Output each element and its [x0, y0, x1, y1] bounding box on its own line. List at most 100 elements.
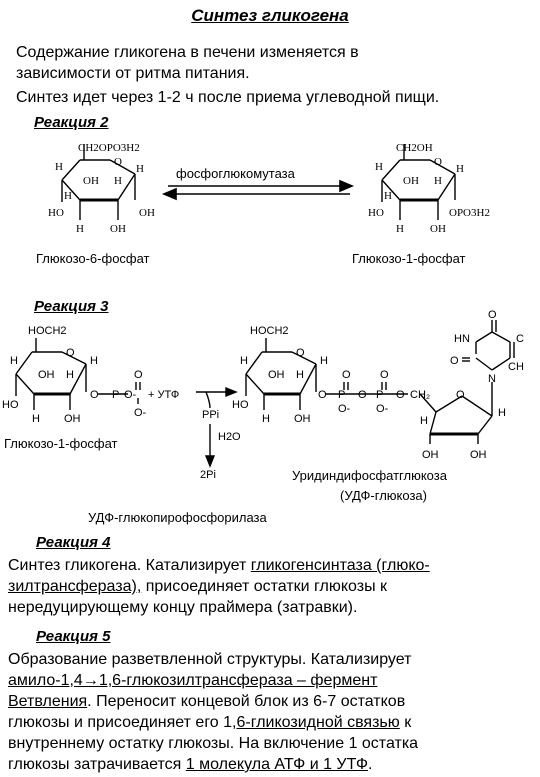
reaction-3-enzyme: УДФ-глюкопирофосфорилаза: [88, 510, 267, 525]
reaction-2-right-label: Глюкозо-1-фосфат: [352, 251, 466, 266]
svg-text:O: O: [488, 309, 497, 321]
glucose-1-phosphate-left-structure: [15, 338, 141, 410]
svg-text:H: H: [136, 163, 144, 175]
svg-text:H: H: [64, 190, 72, 202]
svg-text:H: H: [262, 413, 270, 425]
svg-text:O: O: [434, 156, 442, 168]
svg-text:OH: OH: [430, 223, 446, 235]
svg-text:OH: OH: [403, 175, 419, 187]
reaction-5-line-6: глюкозы затрачивается 1 молекула АТФ и 1…: [8, 756, 373, 773]
svg-text:OH: OH: [294, 413, 311, 425]
svg-text:HO: HO: [368, 207, 384, 219]
svg-text:H: H: [10, 355, 18, 367]
svg-text:H: H: [456, 163, 464, 175]
reaction-3-product-label-1: Уридиндифосфатглюкоза: [292, 468, 447, 483]
svg-text:CH: CH: [508, 361, 524, 373]
svg-text:HN: HN: [454, 333, 470, 345]
svg-text:O: O: [358, 389, 367, 401]
svg-text:O-: O-: [124, 389, 137, 401]
reaction-2-enzyme: фосфоглюкомутаза: [176, 166, 296, 181]
svg-text:O: O: [342, 369, 351, 381]
reaction-4-line-3: нередуцирующему концу праймера (затравки…: [8, 599, 358, 616]
svg-text:O: O: [380, 369, 389, 381]
svg-text:C: C: [516, 333, 524, 345]
glucose-6-phosphate-structure: [61, 144, 136, 220]
svg-text:H: H: [240, 355, 248, 367]
svg-text:PPi: PPi: [202, 409, 219, 421]
svg-text:H: H: [76, 223, 84, 235]
svg-text:H: H: [32, 413, 40, 425]
svg-text:O: O: [456, 389, 465, 401]
svg-text:H: H: [396, 223, 404, 235]
svg-text:OH: OH: [83, 175, 99, 187]
svg-text:HOCH2: HOCH2: [28, 325, 67, 337]
svg-text:O: O: [296, 347, 305, 359]
page-title: Синтез гликогена: [191, 6, 349, 25]
svg-text:OH: OH: [38, 369, 55, 381]
reaction-5-heading: Реакция 5: [36, 628, 111, 645]
intro-line-2: зависимости от ритма питания.: [16, 65, 250, 82]
svg-text:2Pi: 2Pi: [200, 469, 216, 481]
glucose-1-phosphate-structure: [381, 144, 456, 220]
svg-text:OH: OH: [422, 449, 439, 461]
branching-enzyme-term: амило-1,4→1,6-глюкозилтрансфераза – ферм…: [8, 672, 378, 689]
svg-text:OH: OH: [268, 369, 285, 381]
svg-text:H: H: [498, 407, 506, 419]
svg-text:HO: HO: [2, 399, 19, 411]
svg-text:H: H: [55, 161, 63, 173]
svg-text:H: H: [114, 175, 122, 187]
reaction-5-line-4: глюкозы и присоединяет его 1,6-гликозидн…: [8, 714, 412, 731]
svg-text:O-: O-: [338, 403, 351, 415]
svg-text:OH: OH: [139, 207, 155, 219]
reaction-3-product-label-2: (УДФ-глюкоза): [340, 488, 427, 503]
reaction-4-heading: Реакция 4: [36, 534, 111, 551]
svg-text:HO: HO: [48, 207, 64, 219]
svg-text:O-: O-: [134, 407, 147, 419]
left-ch2opo3h2: CH2OPO3H2: [78, 142, 140, 154]
svg-text:H: H: [66, 369, 74, 381]
glycogen-synthase-term: гликогенсинтаза (глюко-: [250, 557, 430, 574]
svg-text:P: P: [338, 389, 345, 401]
svg-text:O: O: [134, 369, 143, 381]
reaction-4-line-2: зилтрансфераза), присоединяет остатки гл…: [8, 578, 388, 595]
svg-text:O-: O-: [376, 403, 389, 415]
svg-text:HO: HO: [232, 399, 249, 411]
reaction-2-heading: Реакция 2: [34, 114, 109, 131]
svg-text:OH: OH: [110, 223, 126, 235]
svg-text:H: H: [375, 161, 383, 173]
reaction-2-diagram: CH2OPO3H2 O H H OH H H HO OH H OH фосфог…: [48, 142, 490, 235]
svg-text:H2O: H2O: [218, 431, 241, 443]
intro-line-1: Содержание гликогена в печени изменяется…: [16, 44, 359, 61]
svg-text:OH: OH: [64, 413, 81, 425]
reaction-5-line-5: внутреннему остатку глюкозы. На включени…: [8, 735, 419, 752]
reaction-5-line-1: Образование разветвленной структуры. Кат…: [8, 651, 412, 668]
udp-glucose-structure: [245, 320, 515, 444]
reaction-3-diagram: HOCH2 O H H OH H HO H OH O P O O- O- + У…: [2, 309, 524, 481]
intro-line-3: Синтез идет через 1-2 ч после приема угл…: [16, 89, 440, 106]
svg-text:OH: OH: [470, 449, 487, 461]
reaction-3-left-label: Глюкозо-1-фосфат: [4, 436, 118, 451]
utp-label: + УТФ: [148, 389, 179, 401]
svg-text:P: P: [376, 389, 383, 401]
svg-text:O: O: [396, 389, 405, 401]
ch2-label: CH₂: [410, 389, 430, 401]
svg-text:N: N: [488, 373, 496, 385]
right-ch2oh: CH2OH: [396, 142, 433, 154]
reaction-4-line-1: Синтез гликогена. Катализирует гликогенс…: [8, 557, 430, 574]
svg-text:H: H: [90, 355, 98, 367]
equilibrium-arrow-icon: [161, 179, 355, 201]
svg-text:P: P: [112, 389, 119, 401]
svg-text:H: H: [384, 190, 392, 202]
svg-text:O: O: [114, 156, 122, 168]
svg-text:HOCH2: HOCH2: [250, 325, 289, 337]
svg-text:O: O: [90, 389, 99, 401]
reaction-3-arrow-icon: [196, 386, 238, 468]
reaction-3-heading: Реакция 3: [34, 298, 109, 315]
svg-text:O: O: [66, 347, 75, 359]
svg-text:H: H: [296, 369, 304, 381]
svg-text:H: H: [420, 415, 428, 427]
reaction-5-line-3: Ветвления. Переносит концевой блок из 6-…: [8, 693, 406, 710]
right-opo3h2: OPO3H2: [449, 207, 490, 219]
svg-text:H: H: [320, 355, 328, 367]
svg-text:O: O: [450, 355, 459, 367]
